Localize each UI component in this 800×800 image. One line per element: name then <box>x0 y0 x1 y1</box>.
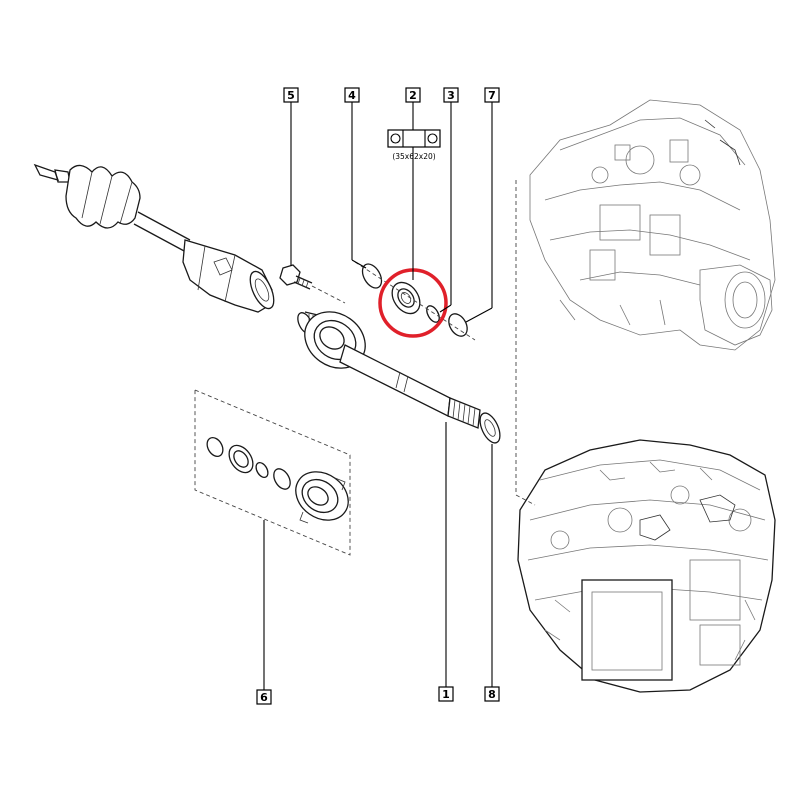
part-axis-dashed-line <box>354 261 476 341</box>
intermediate-shaft <box>297 311 481 429</box>
part-4-circlip <box>361 263 383 289</box>
callout-8-label: 8 <box>488 688 496 701</box>
callout-1-label: 1 <box>442 688 450 701</box>
drive-shaft-assembly <box>33 163 275 313</box>
callout-8[interactable]: 8 <box>484 686 500 702</box>
gearbox-upper-illustration <box>529 99 776 351</box>
callout-6-label: 6 <box>260 691 268 704</box>
leader-lines <box>263 101 493 690</box>
callout-2[interactable]: 2 <box>405 87 421 103</box>
part-8-seal <box>479 412 501 444</box>
part-3-snap-ring <box>426 305 440 323</box>
callout-7[interactable]: 7 <box>484 87 500 103</box>
callout-3-label: 3 <box>447 89 455 102</box>
part-5-bolt <box>279 264 346 304</box>
callout-2-label: 2 <box>409 89 417 102</box>
callout-5-label: 5 <box>287 89 295 102</box>
callout-5[interactable]: 5 <box>283 87 299 103</box>
bearing-spec-icon <box>387 129 441 148</box>
callout-4-label: 4 <box>348 89 356 102</box>
bearing-spec-label: (35x62x20) <box>392 152 435 161</box>
assembly-guide-dashed-line <box>515 180 536 506</box>
callout-1[interactable]: 1 <box>438 686 454 702</box>
gearbox-lower-illustration <box>517 439 776 693</box>
callout-6[interactable]: 6 <box>256 689 272 705</box>
callout-7-label: 7 <box>488 89 496 102</box>
part-7-o-ring <box>448 313 468 337</box>
part-6-kit-box <box>194 389 351 556</box>
callout-4[interactable]: 4 <box>344 87 360 103</box>
part-2-bearing <box>391 281 421 315</box>
callout-3[interactable]: 3 <box>443 87 459 103</box>
